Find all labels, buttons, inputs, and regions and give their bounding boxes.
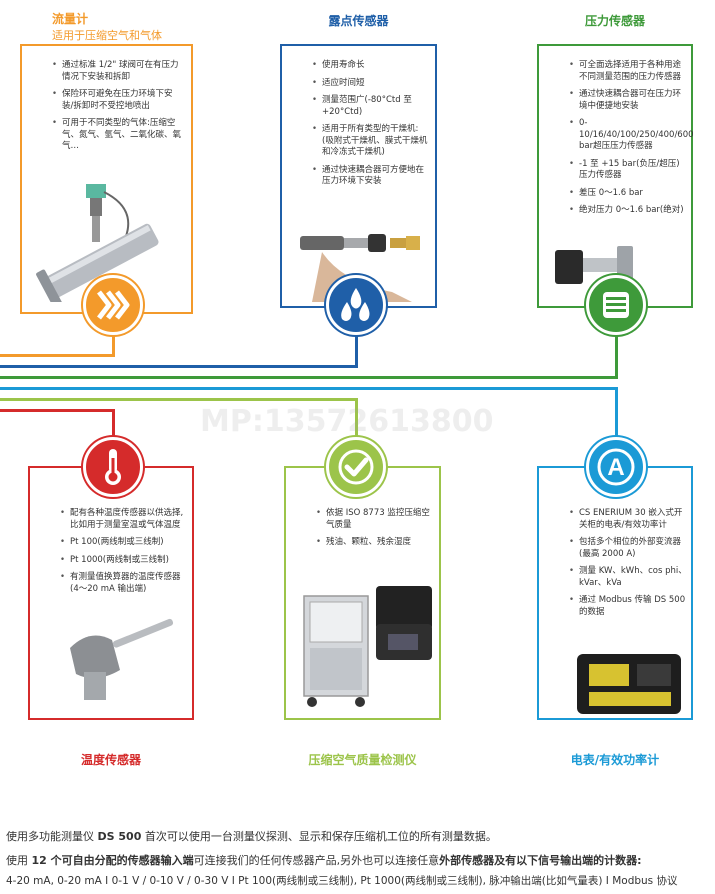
list-item: 包括多个相位的外部变流器(最高 2000 A)	[569, 537, 687, 560]
quality-feature-list: 依据 ISO 8773 监控压缩空气质量 残油、颗粒、残余湿度	[310, 508, 433, 549]
pressure-icon-badge	[586, 275, 646, 335]
list-item: 0-10/16/40/100/250/400/600 bar超压压力传感器	[569, 118, 694, 153]
list-item: 残油、颗粒、残余湿度	[316, 537, 433, 549]
gauge-lines-icon	[603, 292, 629, 318]
list-item: 适用于所有类型的干燥机:(吸附式干燥机、膜式干燥机和冷冻式干燥机)	[312, 124, 429, 159]
cyan-connector-vert	[615, 387, 618, 437]
footer-bold: 外部传感器及有以下信号输出端的计数器:	[439, 854, 642, 867]
dewpoint-card: 使用寿命长 适应时间短 测量范围广(-80°Ctd 至 +20°Ctd) 适用于…	[280, 44, 437, 308]
thermometer-icon	[105, 449, 121, 485]
list-item: 可全面选择适用于各种用途不同测量范围的压力传感器	[569, 60, 687, 83]
list-item: Pt 100(两线制或三线制)	[60, 537, 186, 549]
green-connector	[0, 376, 618, 379]
list-item: 使用寿命长	[312, 60, 429, 72]
temperature-title: 温度传感器	[80, 753, 141, 767]
list-item: 通过标准 1/2" 球阀可在有压力情况下安装和拆卸	[52, 60, 183, 83]
letter-a-glyph: A	[607, 454, 624, 481]
list-item: -1 至 +15 bar(负压/超压)压力传感器	[569, 159, 687, 182]
red-connector-vert	[112, 409, 115, 439]
blue-connector	[0, 365, 358, 368]
blue-connector-vert	[355, 328, 358, 368]
footer-line-2: 使用 12 个可自由分配的传感器输入端可连接我们的任何传感器产品,另外也可以连接…	[6, 852, 642, 868]
flow-title: 流量计 适用于压缩空气和气体	[52, 10, 162, 43]
flow-meter-image	[36, 184, 159, 302]
temperature-feature-list: 配有各种温度传感器以供选择,比如用于测量室温或气体温度 Pt 100(两线制或三…	[54, 508, 186, 595]
quality-title: 压缩空气质量检测仪	[308, 753, 417, 767]
list-item: 有测量值换算器的温度传感器(4～20 mA 输出端)	[60, 572, 186, 595]
list-item: 适应时间短	[312, 78, 429, 90]
footer-text: 首次可以使用一台测量仪探测、显示和保存压缩机工位的所有测量数据。	[141, 830, 497, 843]
flow-feature-list: 通过标准 1/2" 球阀可在有压力情况下安装和拆卸 保险环可避免在压力环境下安装…	[46, 60, 183, 153]
dewpoint-feature-list: 使用寿命长 适应时间短 测量范围广(-80°Ctd 至 +20°Ctd) 适用于…	[306, 60, 429, 188]
lime-connector	[0, 398, 358, 401]
footer-line-3: 4-20 mA, 0-20 mA I 0-1 V / 0-10 V / 0-30…	[6, 875, 678, 887]
flow-chevrons-icon	[97, 290, 130, 320]
list-item: 可用于不同类型的气体:压缩空气、氮气、氩气、二氧化碳、氧气…	[52, 118, 183, 153]
red-connector	[0, 409, 114, 412]
footer-text: 使用多功能测量仪	[6, 830, 98, 843]
meter-title: 电表/有效功率计	[570, 753, 660, 767]
list-item: 通过快速耦合器可方便地在压力环境下安装	[312, 165, 429, 188]
dewpoint-icon-badge	[326, 275, 386, 335]
meter-device-image	[577, 654, 681, 714]
footer-line-1: 使用多功能测量仪 DS 500 首次可以使用一台测量仪探测、显示和保存压缩机工位…	[6, 828, 497, 844]
watermark: MP:13572613800	[200, 404, 494, 439]
footer-text: 可连接我们的任何传感器产品,另外也可以连接任意	[193, 854, 440, 867]
checkmark-icon	[338, 449, 374, 485]
list-item: 绝对压力 0～1.6 bar(绝对)	[569, 205, 687, 217]
letter-a-icon: A	[597, 448, 635, 486]
flow-card: 通过标准 1/2" 球阀可在有压力情况下安装和拆卸 保险环可避免在压力环境下安装…	[20, 44, 193, 314]
list-item: 通过快速耦合器可在压力环境中便捷地安装	[569, 89, 687, 112]
pressure-card: 可全面选择适用于各种用途不同测量范围的压力传感器 通过快速耦合器可在压力环境中便…	[537, 44, 694, 308]
list-item: 配有各种温度传感器以供选择,比如用于测量室温或气体温度	[60, 508, 186, 531]
footer-bold: 12 个可自由分配的传感器输入端	[31, 854, 194, 867]
cyan-connector	[0, 387, 618, 390]
list-item: 保险环可避免在压力环境下安装/拆卸时不受控地喷出	[52, 89, 183, 112]
lime-connector-vert	[355, 398, 358, 438]
list-item: 测量范围广(-80°Ctd 至 +20°Ctd)	[312, 95, 429, 118]
list-item: Pt 1000(两线制或三线制)	[60, 555, 186, 567]
footer-bold: DS 500	[97, 830, 142, 843]
footer-text: 使用	[6, 854, 32, 867]
meter-card: CS ENERIUM 30 嵌入式开关柜的电表/有效功率计 包括多个相位的外部变…	[537, 466, 693, 720]
list-item: CS ENERIUM 30 嵌入式开关柜的电表/有效功率计	[569, 508, 687, 531]
temperature-sensor-image	[70, 618, 174, 700]
quality-device-image	[303, 586, 432, 707]
list-item: 测量 KW、kWh、cos phi、kVar、kVa	[569, 566, 687, 589]
dewpoint-title: 露点传感器	[328, 14, 389, 28]
list-item: 依据 ISO 8773 监控压缩空气质量	[316, 508, 433, 531]
pressure-feature-list: 可全面选择适用于各种用途不同测量范围的压力传感器 通过快速耦合器可在压力环境中便…	[563, 60, 694, 217]
green-connector-vert	[615, 328, 618, 379]
temperature-card: 配有各种温度传感器以供选择,比如用于测量室温或气体温度 Pt 100(两线制或三…	[28, 466, 194, 720]
orange-connector-vert	[112, 328, 115, 357]
flow-title-text: 流量计	[52, 12, 89, 26]
orange-connector	[0, 354, 114, 357]
flow-subtitle: 适用于压缩空气和气体	[52, 29, 162, 42]
list-item: 差压 0～1.6 bar	[569, 188, 687, 200]
flow-icon-badge	[83, 275, 143, 335]
meter-icon-badge: A	[586, 437, 646, 497]
water-drops-icon	[341, 288, 370, 321]
temperature-icon-badge	[83, 437, 143, 497]
meter-feature-list: CS ENERIUM 30 嵌入式开关柜的电表/有效功率计 包括多个相位的外部变…	[563, 508, 687, 618]
pressure-title: 压力传感器	[584, 14, 645, 28]
list-item: 通过 Modbus 传输 DS 500 的数据	[569, 595, 687, 618]
quality-card: 依据 ISO 8773 监控压缩空气质量 残油、颗粒、残余湿度	[284, 466, 441, 720]
quality-icon-badge	[326, 437, 386, 497]
